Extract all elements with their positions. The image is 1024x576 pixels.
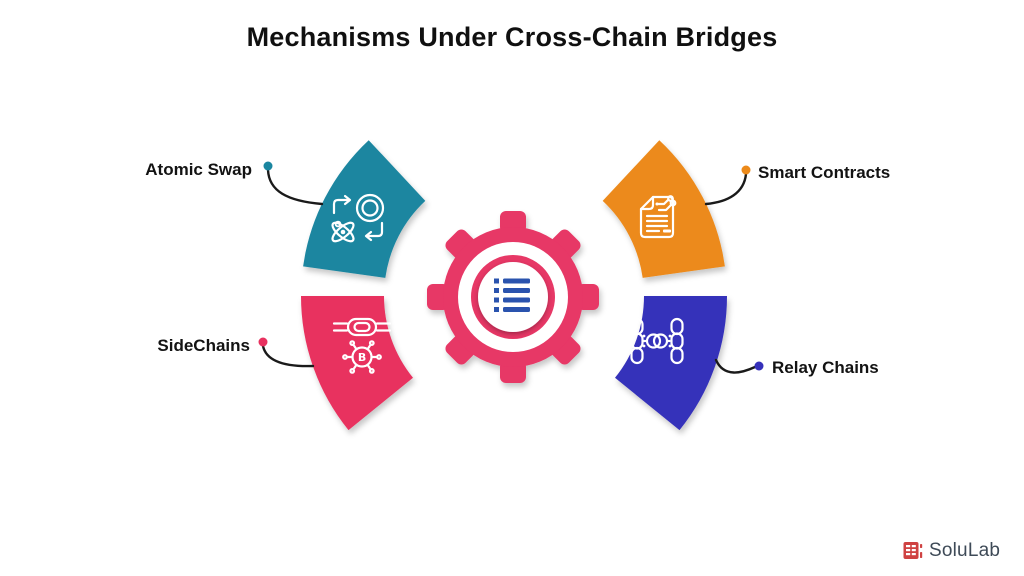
connector-smart-contracts [704, 172, 748, 206]
right-chain-glyph [670, 317, 684, 365]
document-dash [663, 229, 671, 233]
wedge-relay-chains [615, 296, 727, 431]
interlocked-chains-icon [630, 317, 684, 365]
label-atomic-swap: Atomic Swap [145, 160, 252, 179]
swap-arrow-bottom [364, 221, 384, 242]
atom-glyph [331, 220, 355, 243]
dot-atomic-swap [263, 161, 273, 171]
chain-link-glyph [332, 317, 392, 337]
chain-connector-dots [642, 334, 672, 348]
dot-relay-chains [754, 361, 764, 371]
document-fold [639, 195, 655, 211]
connector-relay-chains [714, 358, 757, 374]
solulab-logomark-icon [903, 542, 923, 559]
smart-contract-document-icon [639, 195, 677, 239]
wedge-atomic-swap [303, 140, 426, 278]
gear-hub [478, 262, 548, 332]
dot-sidechains [258, 337, 268, 347]
circuit-node-3 [655, 202, 659, 206]
label-sidechains: SideChains [157, 336, 250, 355]
solulab-logo: SoluLab [903, 538, 1000, 564]
list-icon [494, 278, 530, 312]
label-smart-contracts: Smart Contracts [758, 163, 891, 182]
solulab-logo-text: SoluLab [929, 540, 1001, 561]
connector-sidechains [261, 344, 315, 368]
label-relay-chains: Relay Chains [772, 358, 879, 377]
atom-coin-swap-icon [331, 193, 385, 243]
swap-arrow-top [332, 194, 352, 215]
page-title: Mechanisms Under Cross-Chain Bridges [246, 22, 778, 52]
dot-smart-contracts [741, 165, 751, 175]
circuit-node-2 [669, 199, 677, 207]
bitcoin-network-glyph: B [342, 340, 382, 374]
gear-icon [427, 211, 599, 383]
chain-link-bitcoin-network-icon: B [332, 317, 392, 374]
document-lines [645, 214, 669, 233]
connector-atomic-swap [266, 168, 324, 206]
svg-text:B: B [358, 351, 366, 364]
coin-inner [361, 199, 379, 217]
connector-lines [261, 168, 757, 374]
center-ring-left [645, 333, 662, 349]
circuit-trace-2 [657, 203, 673, 212]
circuit-trace-1 [655, 198, 670, 206]
left-chain-glyph [630, 317, 644, 365]
coin-outer [355, 193, 385, 223]
